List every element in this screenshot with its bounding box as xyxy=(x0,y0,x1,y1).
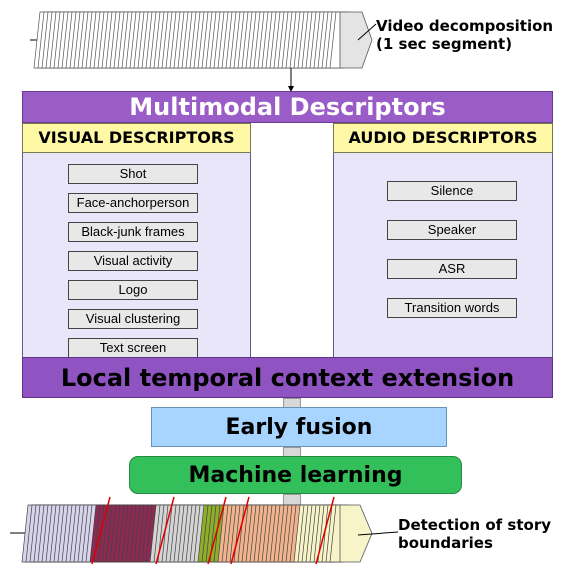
story-boundary-line xyxy=(315,496,335,565)
local-temporal-context-bar: Local temporal context extension xyxy=(22,357,553,398)
early-fusion-box: Early fusion xyxy=(151,407,447,447)
audio-descriptor-item: Speaker xyxy=(387,220,517,240)
story-boundaries-line1: Detection of story xyxy=(398,516,552,534)
video-label-leader xyxy=(357,23,377,41)
audio-descriptor-item: Silence xyxy=(387,181,517,201)
story-boundary-line xyxy=(91,496,111,565)
visual-descriptor-item: Black-junk frames xyxy=(68,222,198,242)
visual-descriptor-item: Visual clustering xyxy=(68,309,198,329)
audio-descriptors-header: AUDIO DESCRIPTORS xyxy=(333,123,553,153)
video-decomposition-label: Video decomposition (1 sec segment) xyxy=(376,17,553,53)
story-boundary-line xyxy=(155,496,175,565)
visual-descriptor-item: Visual activity xyxy=(68,251,198,271)
visual-descriptor-item: Face-anchorperson xyxy=(68,193,198,213)
story-boundaries-line2: boundaries xyxy=(398,534,493,552)
video-segment-last xyxy=(339,11,373,69)
audio-descriptor-item: ASR xyxy=(387,259,517,279)
story-boundary-line xyxy=(207,496,227,565)
strip-down-arrowhead xyxy=(288,86,294,92)
story-segment-last xyxy=(339,504,373,563)
visual-descriptor-item: Logo xyxy=(68,280,198,300)
story-boundaries-label: Detection of story boundaries xyxy=(398,516,551,552)
audio-descriptor-item: Transition words xyxy=(387,298,517,318)
boundaries-label-leader xyxy=(357,531,399,536)
multimodal-descriptors-title: Multimodal Descriptors xyxy=(22,91,553,123)
story-boundary-line xyxy=(230,496,250,565)
visual-descriptors-header: VISUAL DESCRIPTORS xyxy=(22,123,251,153)
video-decomposition-line1: Video decomposition xyxy=(376,17,554,35)
visual-descriptor-item: Shot xyxy=(68,164,198,184)
machine-learning-box: Machine learning xyxy=(129,456,462,494)
audio-descriptors-panel xyxy=(333,123,553,358)
video-decomposition-line2: (1 sec segment) xyxy=(376,35,513,53)
